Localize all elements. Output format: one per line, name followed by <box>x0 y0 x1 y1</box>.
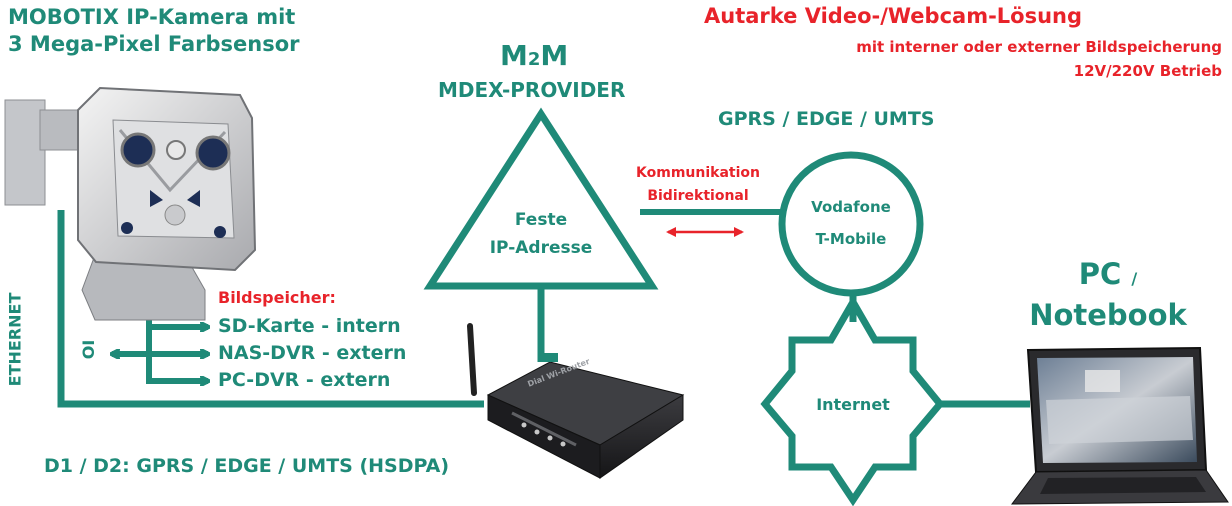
carrier-label: Vodafone T-Mobile <box>786 191 916 255</box>
pc-label-line2: Notebook <box>1029 298 1187 332</box>
internet-label: Internet <box>816 395 890 414</box>
communication-line1: Kommunikation <box>636 165 760 181</box>
camera-title-line2: 3 Mega-Pixel Farbsensor <box>8 32 300 56</box>
router-icon <box>467 323 685 479</box>
storage-item-nas: NAS-DVR - extern <box>218 342 407 364</box>
pc-label-slash: / <box>1131 269 1138 288</box>
storage-item-pc: PC-DVR - extern <box>218 369 391 391</box>
storage-item-sd: SD-Karte - intern <box>218 315 401 337</box>
m2m-logo: M2M <box>500 40 568 76</box>
ethernet-line <box>57 210 484 408</box>
camera-title: MOBOTIX IP-Kamera mit 3 Mega-Pixel Farbs… <box>8 4 300 58</box>
io-label: IO <box>78 339 98 360</box>
pc-label: PC / Notebook <box>1002 256 1214 334</box>
carrier-vodafone: Vodafone <box>811 198 891 216</box>
communication-line2: Bidirektional <box>647 188 749 204</box>
ethernet-label: ETHERNET <box>5 292 25 387</box>
storage-title: Bildspeicher: <box>218 288 336 307</box>
mobile-network-label: GPRS / EDGE / UMTS <box>718 108 935 130</box>
triangle-line1: Feste <box>514 210 568 230</box>
camera-icon <box>4 86 257 321</box>
carrier-tmobile: T-Mobile <box>815 230 887 248</box>
router-caption: D1 / D2: GPRS / EDGE / UMTS (HSDPA) <box>44 455 450 477</box>
communication-label: Kommunikation Bidirektional <box>612 162 784 208</box>
headline-sub2: 12V/220V Betrieb <box>1073 62 1222 80</box>
m2m-prefix: M <box>500 39 528 72</box>
headline-title: Autarke Video-/Webcam-Lösung <box>704 4 1083 28</box>
internet-star <box>760 295 945 506</box>
provider-label: MDEX-PROVIDER <box>438 78 626 102</box>
m2m-suffix: M <box>540 39 569 72</box>
triangle-label: Feste IP-Adresse <box>470 206 612 262</box>
camera-title-line1: MOBOTIX IP-Kamera mit <box>8 5 296 29</box>
laptop-icon <box>1010 346 1229 505</box>
pc-label-line1: PC <box>1078 257 1122 291</box>
triangle-line2: IP-Adresse <box>489 238 593 258</box>
headline-sub1: mit interner oder externer Bildspeicheru… <box>856 38 1222 56</box>
m2m-number: 2 <box>527 49 541 70</box>
